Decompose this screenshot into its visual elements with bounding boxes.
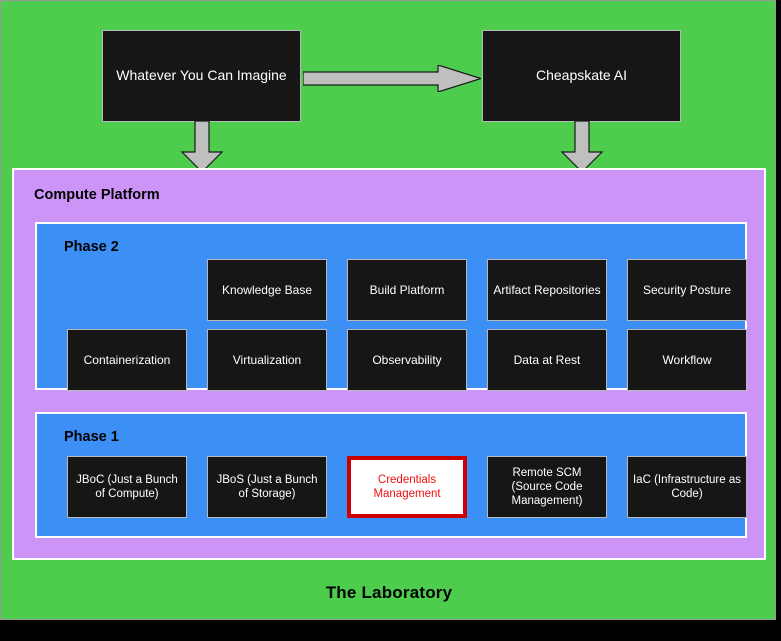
node-containerization[interactable]: Containerization: [67, 329, 187, 391]
node-workflow[interactable]: Workflow: [627, 329, 747, 391]
node-label: Artifact Repositories: [493, 282, 601, 297]
phase-1-label: Phase 1: [64, 429, 119, 445]
node-label: Workflow: [662, 352, 712, 367]
node-label: Data at Rest: [513, 352, 581, 367]
node-jboc[interactable]: JBoC (Just a Bunch of Compute): [67, 456, 187, 518]
node-jbos[interactable]: JBoS (Just a Bunch of Storage): [207, 456, 327, 518]
node-label: JBoC (Just a Bunch of Compute): [76, 473, 178, 500]
phase-2-panel: Phase 2 Knowledge Base Build Platform Ar…: [35, 222, 747, 391]
node-observability[interactable]: Observability: [347, 329, 467, 391]
node-whatever-you-can-imagine[interactable]: Whatever You Can Imagine: [102, 30, 301, 122]
arrow-down-icon: [560, 121, 604, 172]
arrow-right-icon: [303, 65, 481, 92]
node-label: Security Posture: [642, 282, 732, 297]
node-label: Whatever You Can Imagine: [116, 67, 287, 84]
phase-1-panel: Phase 1 JBoC (Just a Bunch of Compute) J…: [35, 412, 747, 538]
phase-2-label: Phase 2: [64, 239, 119, 255]
node-label: Containerization: [83, 352, 171, 367]
node-label: Virtualization: [232, 352, 302, 367]
node-label: Observability: [372, 352, 442, 367]
node-label: IaC (Infrastructure as Code): [632, 473, 741, 500]
laboratory-title: The Laboratory: [325, 583, 453, 602]
node-iac[interactable]: IaC (Infrastructure as Code): [627, 456, 747, 518]
node-knowledge-base[interactable]: Knowledge Base: [207, 259, 327, 321]
compute-platform-title: Compute Platform: [34, 187, 160, 203]
node-virtualization[interactable]: Virtualization: [207, 329, 327, 391]
arrow-down-icon: [180, 121, 224, 172]
node-artifact-repositories[interactable]: Artifact Repositories: [487, 259, 607, 321]
compute-platform-container: Compute Platform Phase 2 Knowledge Base …: [12, 168, 766, 560]
node-label: Remote SCM (Source Code Management): [511, 466, 583, 507]
node-data-at-rest[interactable]: Data at Rest: [487, 329, 607, 391]
node-remote-scm[interactable]: Remote SCM (Source Code Management): [487, 456, 607, 518]
laboratory-container: Whatever You Can Imagine Cheapskate AI C…: [0, 0, 776, 620]
node-label: Build Platform: [369, 282, 445, 297]
node-label: JBoS (Just a Bunch of Storage): [216, 473, 318, 500]
node-label: Cheapskate AI: [535, 67, 628, 84]
node-label: Knowledge Base: [221, 282, 313, 297]
node-build-platform[interactable]: Build Platform: [347, 259, 467, 321]
node-credentials-management[interactable]: Credentials Management: [347, 456, 467, 518]
node-cheapskate-ai[interactable]: Cheapskate AI: [482, 30, 681, 122]
node-security-posture[interactable]: Security Posture: [627, 259, 747, 321]
node-label: Credentials Management: [373, 473, 441, 500]
